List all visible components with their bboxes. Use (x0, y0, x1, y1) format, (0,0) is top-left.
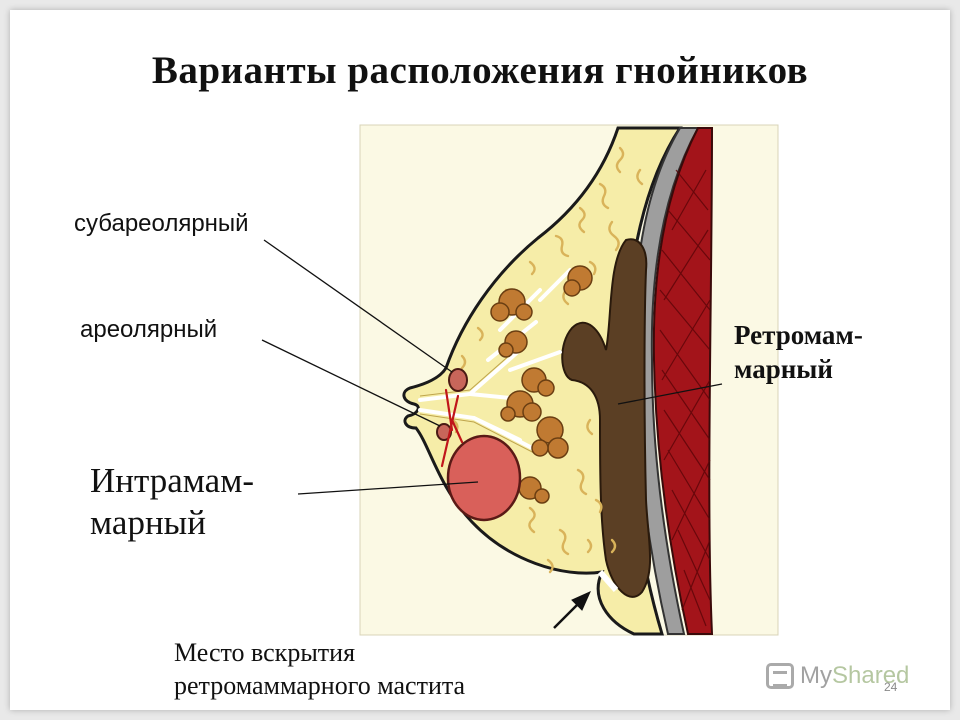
label-incision-site: Место вскрытия ретромаммарного мастита (174, 636, 465, 702)
incision-marks (440, 388, 464, 468)
areolar-abscess (436, 423, 452, 441)
label-intramammary: Интрамам- марный (90, 460, 254, 544)
subareolar-abscess (448, 368, 468, 392)
leader-areolar (261, 339, 441, 427)
watermark-text-b: Shared (832, 662, 910, 689)
myshared-logo-icon (766, 663, 794, 689)
gland-lobules (490, 265, 593, 504)
intramammary-abscess (446, 434, 522, 522)
watermark: MyShared (766, 660, 926, 692)
label-areolar: ареолярный (80, 316, 218, 343)
page-number: 24 (884, 680, 898, 694)
incision-arrow (553, 591, 591, 629)
watermark-text-a: My (800, 662, 832, 689)
watermark-text: MyShared (800, 662, 909, 690)
label-incision-line2: ретромаммарного мастита (174, 671, 466, 700)
label-retromammary-line2: марный (734, 354, 833, 384)
label-subareolar: субареолярный (74, 210, 249, 237)
incision-gap (597, 570, 619, 592)
label-incision-line1: Место вскрытия (174, 638, 356, 667)
label-intramammary-line2: марный (90, 503, 206, 542)
leader-intramammary (297, 481, 479, 495)
label-retromammary: Ретромам- марный (734, 318, 863, 386)
retromammary-abscess (561, 238, 652, 598)
duct-outlines (419, 345, 541, 457)
label-intramammary-line1: Интрамам- (90, 461, 255, 500)
leader-subareolar (263, 239, 453, 373)
leader-retromammary (617, 383, 723, 405)
leader-lines (261, 239, 723, 495)
pectoral-muscle (652, 127, 714, 635)
slide-title: Варианты расположения гнойников (151, 49, 809, 92)
label-retromammary-line1: Ретромам- (734, 320, 863, 350)
